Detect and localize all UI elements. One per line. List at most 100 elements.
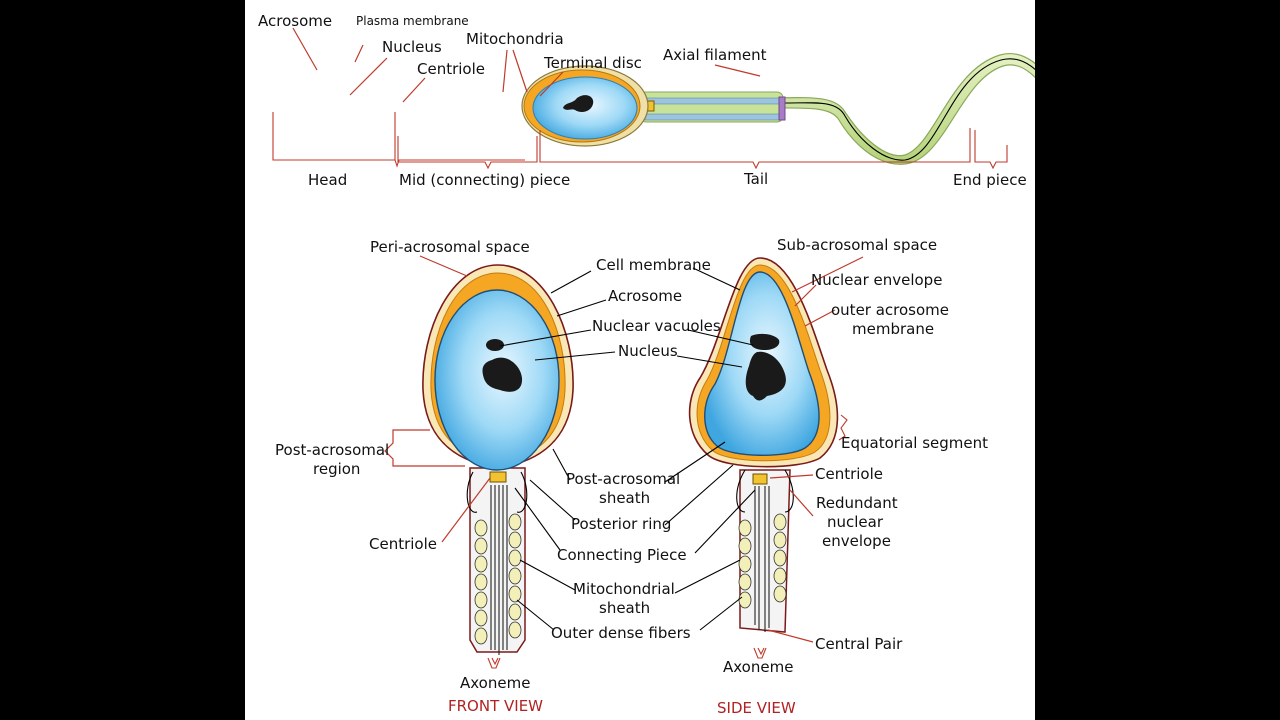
diagram-canvas: Acrosome Plasma membrane Nucleus Centrio… <box>245 0 1035 720</box>
brace-head <box>272 112 525 168</box>
label-end-piece: End piece <box>953 171 1027 189</box>
label-central-pair: Central Pair <box>815 635 903 653</box>
leader-nuclear-envelope <box>794 284 817 307</box>
leader-nucleus <box>349 57 388 96</box>
leader-redundant-envelope <box>789 489 814 517</box>
leader-plasma-membrane <box>354 44 364 63</box>
side-axoneme-fibers <box>754 486 770 632</box>
leader-post-acrosomal-sheath <box>552 448 571 481</box>
label-connecting-piece: Connecting Piece <box>557 546 687 564</box>
leader-nucleus-front <box>534 351 616 361</box>
label-post-acrosomal-region-2: region <box>313 460 360 478</box>
side-mito-left <box>738 519 752 609</box>
label-outer-acrosome-membrane-1: outer acrosome <box>831 301 949 319</box>
brace-end <box>974 130 1008 170</box>
front-axoneme-fibers <box>490 485 508 655</box>
front-nuclear-vacuole-large <box>482 357 523 392</box>
label-mitochondrial-sheath-2: sheath <box>599 599 650 617</box>
front-nuclear-vacuole-small <box>486 339 504 351</box>
front-mito-sheath-right <box>508 513 522 639</box>
front-posterior-ring-right <box>516 471 528 513</box>
title-front-view: FRONT VIEW <box>448 697 543 715</box>
front-leaders <box>384 255 616 631</box>
brace-tail <box>539 128 971 170</box>
label-centriole-side: Centriole <box>815 465 883 483</box>
label-outer-dense-fibers: Outer dense fibers <box>551 624 691 642</box>
leader-nuclear-vacuoles <box>499 329 592 347</box>
leader-post-sheath-side <box>664 441 726 483</box>
terminal-disc-shape <box>778 96 786 121</box>
leader-sub-acrosomal <box>791 256 864 293</box>
label-redundant-1: Redundant <box>816 494 898 512</box>
label-sub-acrosomal-space: Sub-acrosomal space <box>777 236 937 254</box>
top-braces <box>272 112 1008 170</box>
leader-cell-membrane-side <box>692 267 741 291</box>
label-plasma-membrane: Plasma membrane <box>356 14 469 28</box>
sperm-diagram: Acrosome Plasma membrane Nucleus Centrio… <box>258 12 1035 717</box>
title-side-view: SIDE VIEW <box>717 699 796 717</box>
label-nucleus-top: Nucleus <box>382 38 442 56</box>
side-axoneme-brace <box>753 647 767 659</box>
label-mitochondria: Mitochondria <box>466 30 564 48</box>
front-view-illustration <box>422 264 574 669</box>
leader-outer-dense-side <box>699 596 743 631</box>
label-equatorial-segment: Equatorial segment <box>841 434 988 452</box>
label-redundant-3: envelope <box>822 532 891 550</box>
leader-mitochondrial-sheath <box>519 559 576 591</box>
side-view-illustration <box>688 257 848 659</box>
leader-posterior-ring-side <box>664 464 734 526</box>
label-terminal-disc: Terminal disc <box>543 54 642 72</box>
mitochondria-row-bottom <box>644 113 782 121</box>
label-centriole-top: Centriole <box>417 60 485 78</box>
mitochondria-row-top <box>644 97 782 105</box>
side-centriole-shape <box>752 473 768 485</box>
top-leaders <box>292 27 761 103</box>
side-leaders <box>664 256 864 643</box>
side-redundant-right <box>784 469 794 513</box>
leader-central-pair <box>767 629 814 643</box>
front-mito-sheath-left <box>474 519 488 645</box>
front-axoneme-brace <box>487 657 501 669</box>
top-sperm-illustration <box>521 52 1035 165</box>
label-centriole-front: Centriole <box>369 535 437 553</box>
leader-connecting-piece <box>514 487 561 551</box>
label-acrosome-top: Acrosome <box>258 12 332 30</box>
label-peri-acrosomal-space: Peri-acrosomal space <box>370 238 530 256</box>
label-axial-filament: Axial filament <box>663 46 767 64</box>
label-post-acrosomal-sheath-1: Post-acrosomal <box>566 470 680 488</box>
label-redundant-2: nuclear <box>827 513 884 531</box>
leader-outer-dense-fibers <box>516 599 555 631</box>
nucleus-vacuole-top <box>563 95 594 112</box>
label-axoneme-side: Axoneme <box>723 658 793 676</box>
leader-posterior-ring <box>529 479 576 521</box>
leader-acrosome <box>292 27 318 71</box>
brace-mid <box>397 136 538 170</box>
leader-connecting-piece-side <box>694 489 756 554</box>
label-axoneme-front: Axoneme <box>460 674 530 692</box>
leader-mito-1 <box>502 49 508 93</box>
label-mitochondrial-sheath-1: Mitochondrial <box>573 580 675 598</box>
side-mito-right <box>773 513 787 603</box>
leader-peri-acrosomal <box>419 255 468 277</box>
front-posterior-ring-left <box>466 471 478 513</box>
label-post-acrosomal-sheath-2: sheath <box>599 489 650 507</box>
leader-axial-filament <box>714 64 761 77</box>
label-tail: Tail <box>743 170 768 188</box>
leader-acrosome-front <box>556 299 607 317</box>
label-nuclear-envelope: Nuclear envelope <box>811 271 942 289</box>
leader-centriole <box>402 77 426 103</box>
leader-centriole-front <box>441 477 491 543</box>
leader-nuclear-vacuoles-side <box>687 329 754 346</box>
axial-filament-line <box>784 58 1035 161</box>
label-outer-acrosome-membrane-2: membrane <box>852 320 934 338</box>
side-redundant-left <box>736 469 746 513</box>
label-nuclear-vacuoles: Nuclear vacuoles <box>592 317 721 335</box>
label-acrosome-front: Acrosome <box>608 287 682 305</box>
side-vacuole-large <box>745 351 786 401</box>
label-post-acrosomal-region-1: Post-acrosomal <box>275 441 389 459</box>
side-vacuole-small <box>749 333 780 350</box>
leader-cell-membrane <box>550 270 592 294</box>
label-head: Head <box>308 171 347 189</box>
leader-nucleus-side <box>676 355 743 368</box>
leader-mito-2 <box>512 49 528 93</box>
